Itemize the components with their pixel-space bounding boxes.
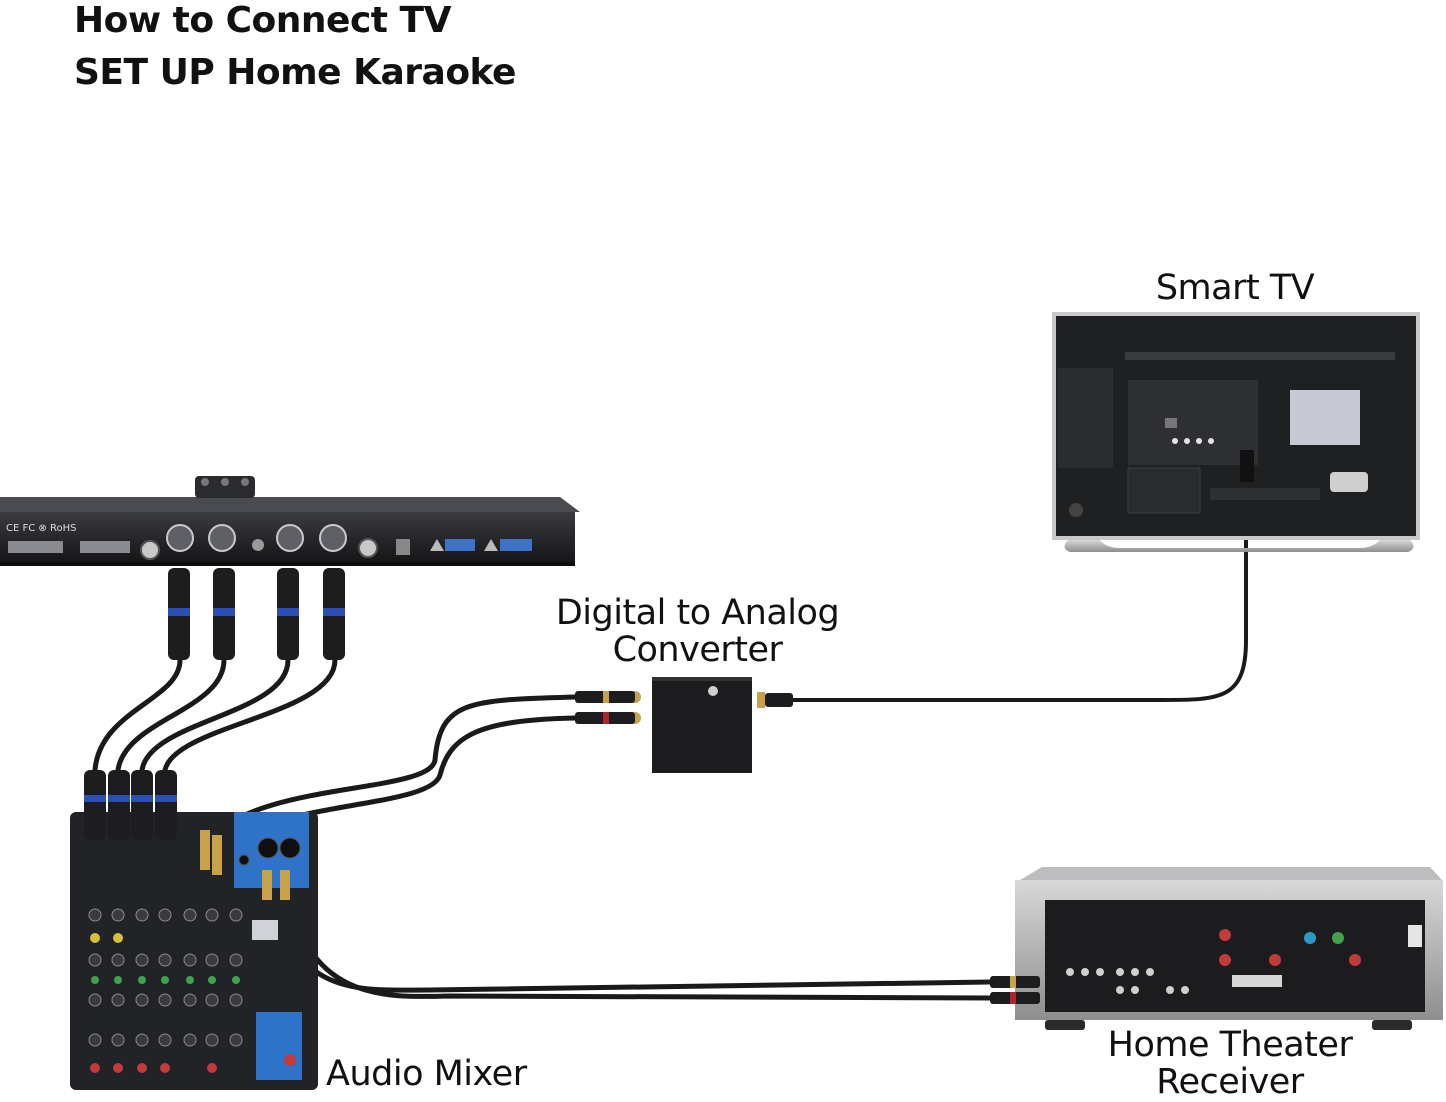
dac-converter [575,677,793,773]
receiver-label-line-1: Home Theater [1107,1025,1353,1065]
home-theater-receiver [990,867,1443,1030]
audio-mixer [70,770,318,1090]
xlr-cable-2 [115,657,227,773]
rca-cable-converter-mixer-1 [202,694,578,848]
xlr-cable-3 [139,657,291,773]
smart-tv [1052,312,1420,552]
optical-cable-tv-converter [788,488,1248,702]
receiver-label-line-2: Receiver [1156,1062,1304,1102]
xlr-plugs-rack [168,568,345,660]
converter-label-line-1: Digital to Analog [555,593,840,633]
converter-label-line-2: Converter [612,630,783,670]
receiver-label: Home Theater Receiver [1090,1027,1370,1101]
rca-cable-mixer-receiver-2 [282,877,993,1001]
diagram-title-line-2: SET UP Home Karaoke [74,52,516,93]
svg-text:CE FC ⊗ RoHS: CE FC ⊗ RoHS [6,523,76,534]
diagram-title-line-1: How to Connect TV [74,0,451,41]
audio-mixer-label: Audio Mixer [326,1054,527,1094]
xlr-cable-1 [92,657,183,773]
xlr-cable-4 [162,657,338,773]
rca-cable-mixer-receiver-1 [265,877,993,993]
converter-label: Digital to Analog Converter [540,595,855,669]
wireless-mic-receiver: CE FC ⊗ RoHS [0,476,580,566]
smart-tv-label: Smart TV [1155,268,1315,308]
